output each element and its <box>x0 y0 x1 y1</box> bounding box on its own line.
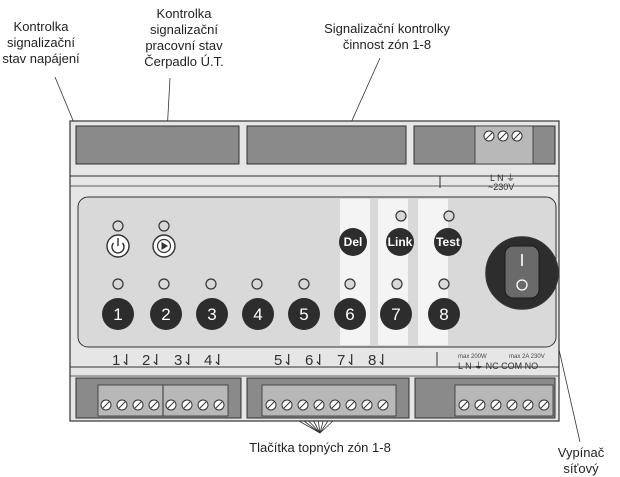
zone-button-6-label: 6 <box>345 305 354 324</box>
pump-label-line-1: Kontrolka <box>157 6 213 21</box>
zone-7[interactable]: 7 <box>380 278 412 330</box>
power-switch[interactable] <box>483 224 563 326</box>
zone-button-4-label: 4 <box>253 305 262 324</box>
front-panel <box>77 196 557 348</box>
zone-button-5-label: 5 <box>299 305 308 324</box>
terminal-number-8: 8⇃ <box>368 352 389 369</box>
zone-leds-callout: Signalizační kontrolky činnost zón 1-8 <box>324 21 450 52</box>
link-label: Link <box>388 235 413 249</box>
zone-button-8-label: 8 <box>439 305 448 324</box>
terminal-number-7: 7⇃ <box>337 352 358 369</box>
switch-label-line-2: síťový <box>563 461 599 476</box>
terminal-number-6: 6⇃ <box>305 352 326 369</box>
top-terminal-label: L N ⏚ <box>490 173 515 183</box>
terminal-number-3: 3⇃ <box>174 352 195 369</box>
zone-6[interactable]: 6 <box>334 278 366 330</box>
zone-button-7-label: 7 <box>391 305 400 324</box>
power-label-line-1: Kontrolka <box>14 19 70 34</box>
zones-label-line-2: činnost zón 1-8 <box>343 37 431 52</box>
pump-label-line-3: pracovní stav <box>145 38 223 53</box>
power-led-callout: Kontrolka signalizační stav napájení <box>2 19 80 66</box>
zone-2[interactable]: 2 <box>150 278 182 330</box>
pump-label-line-4: Čerpadlo Ú.T. <box>144 54 223 69</box>
top-voltage-label: ~230V <box>488 182 514 192</box>
terminal-number-2: 2⇃ <box>142 352 163 369</box>
link-button[interactable]: Link <box>386 210 414 256</box>
pump-indicator <box>152 220 176 258</box>
pump-led-callout: Kontrolka signalizační pracovní stav Čer… <box>144 6 223 69</box>
terminal-number-1: 1⇃ <box>112 352 133 369</box>
switch-callout: Vypínač síťový <box>558 445 605 476</box>
test-label: Test <box>436 235 460 249</box>
zone-button-1-label: 1 <box>113 305 122 324</box>
del-label: Del <box>344 235 363 249</box>
terminal-number-5: 5⇃ <box>274 352 295 369</box>
zone-3[interactable]: 3 <box>196 278 228 330</box>
test-button[interactable]: Test <box>434 210 462 256</box>
zone-4[interactable]: 4 <box>242 278 274 330</box>
power-label-line-3: stav napájení <box>2 51 80 66</box>
zone-8[interactable]: 8 <box>428 278 460 330</box>
power-indicator <box>106 220 130 258</box>
bottom-terminal-labels: L N ⏚ NC COM NO <box>458 361 538 371</box>
power-label-line-2: signalizační <box>7 35 75 50</box>
pump-label-line-2: signalizační <box>150 22 218 37</box>
max-200w-label: max 200W <box>458 354 487 360</box>
zones-label-line-1: Signalizační kontrolky <box>324 21 450 36</box>
buttons-label: Tlačítka topných zón 1-8 <box>249 440 391 455</box>
zone-1[interactable]: 1 <box>102 278 134 330</box>
terminal-number-4: 4⇃ <box>204 352 225 369</box>
top-terminal-screws <box>483 130 523 142</box>
max-2a-label: max 2A 230V <box>509 354 545 360</box>
zone-button-3-label: 3 <box>207 305 216 324</box>
zone-button-2-label: 2 <box>161 305 170 324</box>
zone-buttons-callout: Tlačítka topných zón 1-8 <box>249 440 391 455</box>
del-button[interactable]: Del <box>339 228 367 256</box>
switch-label-line-1: Vypínač <box>558 445 605 460</box>
bottom-terminal-screws <box>100 399 550 411</box>
zone-5[interactable]: 5 <box>288 278 320 330</box>
